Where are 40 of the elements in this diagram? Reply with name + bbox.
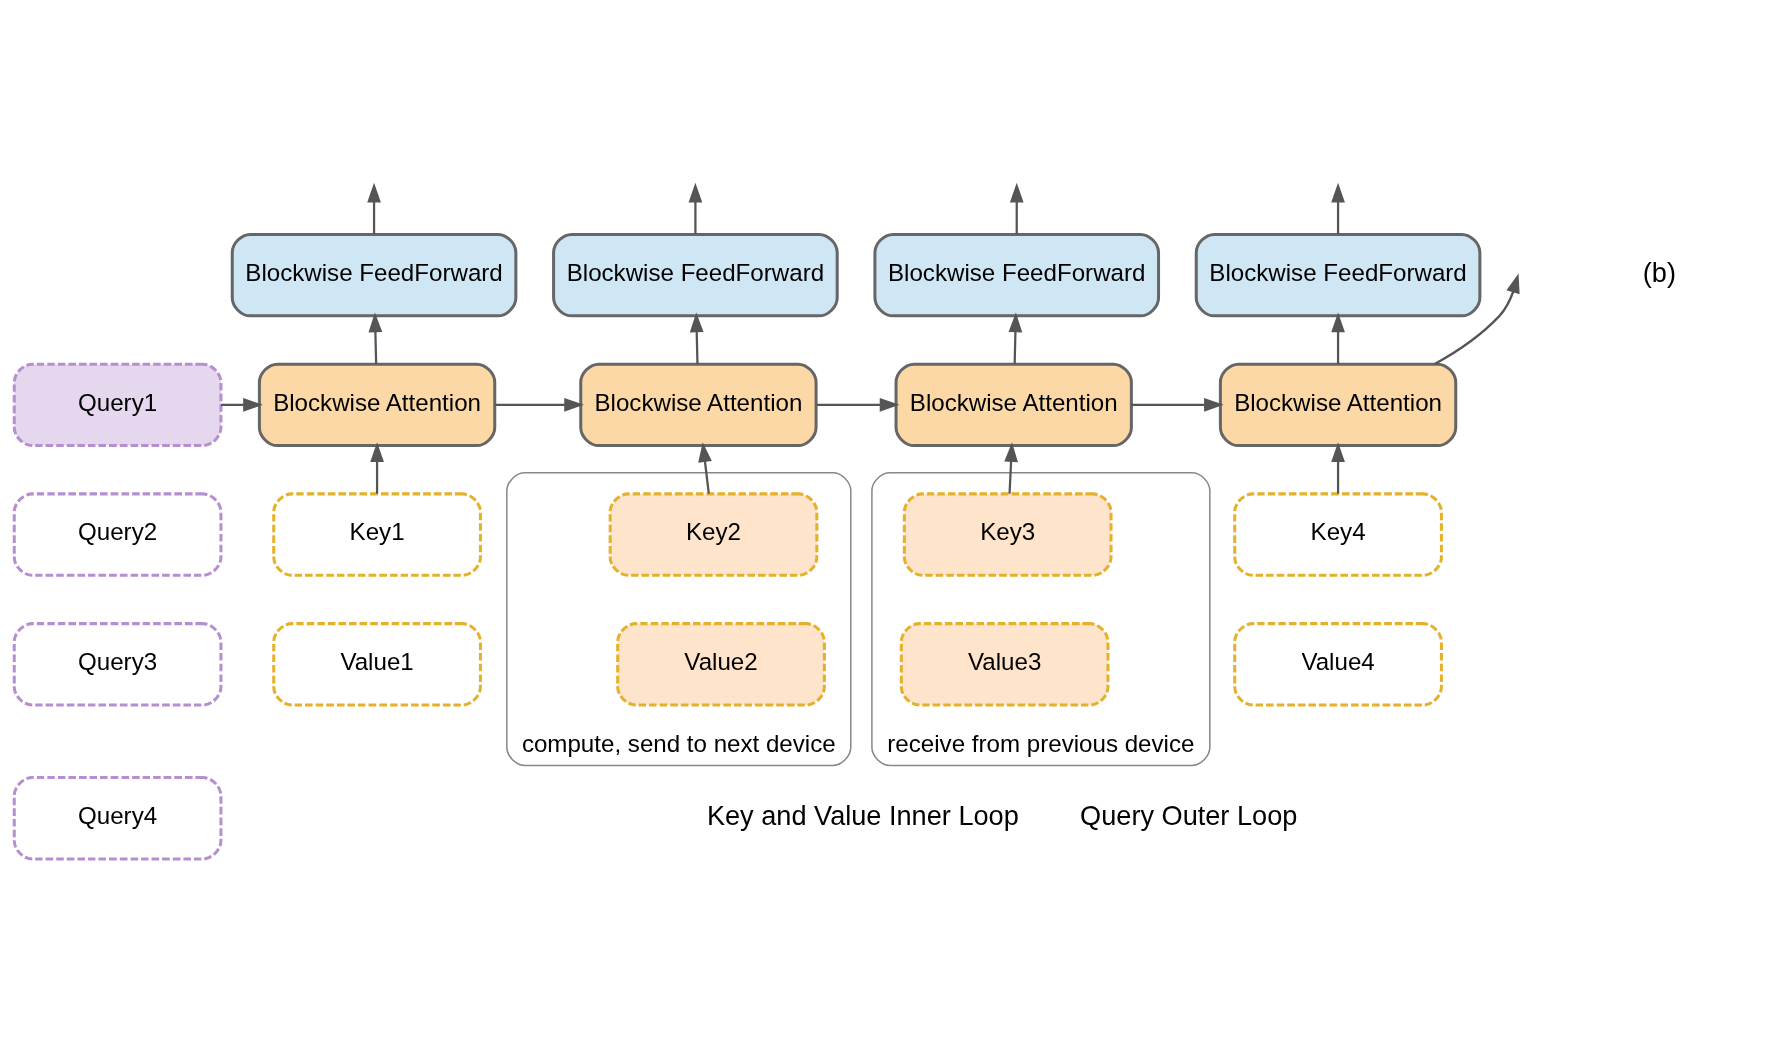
arrow [221,398,263,412]
arrow [1131,398,1224,412]
arrow [1004,442,1018,494]
arrow [688,182,703,234]
node-box: Blockwise Attention [1218,362,1458,448]
node-box: Query2 [12,492,223,577]
arrow [1331,312,1345,364]
node-box: Query3 [12,622,223,707]
node-box: Value1 [272,622,482,707]
node-box: Blockwise FeedForward [873,232,1161,318]
label: Key and Value Inner Loop [706,799,1019,831]
arrow [370,442,384,494]
node-box: Value2 [616,622,826,707]
node-box: Value4 [1233,622,1443,707]
node-box: Blockwise FeedForward [230,232,518,318]
node-box: Key2 [608,492,819,577]
node-box: Value3 [899,622,1110,707]
arrow [698,442,712,494]
node-box: Query4 [12,776,223,861]
node-box: Blockwise FeedForward [552,232,839,318]
arrow [1434,273,1520,365]
node-box: Query1 [12,362,223,448]
node-box: Key4 [1233,492,1443,577]
label: (b) [1642,256,1676,288]
arrow [1331,182,1345,234]
node-box: Key3 [902,492,1113,577]
node-box: Key1 [272,492,482,577]
label: Query Outer Loop [1080,799,1298,831]
node-box: Blockwise Attention [257,362,497,448]
arrow [816,398,900,412]
arrow [367,182,381,234]
arrow [495,398,584,412]
node-box: Blockwise Attention [894,362,1133,448]
arrow [1009,182,1024,234]
node-box: Blockwise Attention [579,362,818,448]
arrow [1331,442,1345,494]
arrow [1008,312,1023,364]
arrow [368,312,383,364]
arrow [689,312,704,364]
node-box: Blockwise FeedForward [1194,232,1482,318]
